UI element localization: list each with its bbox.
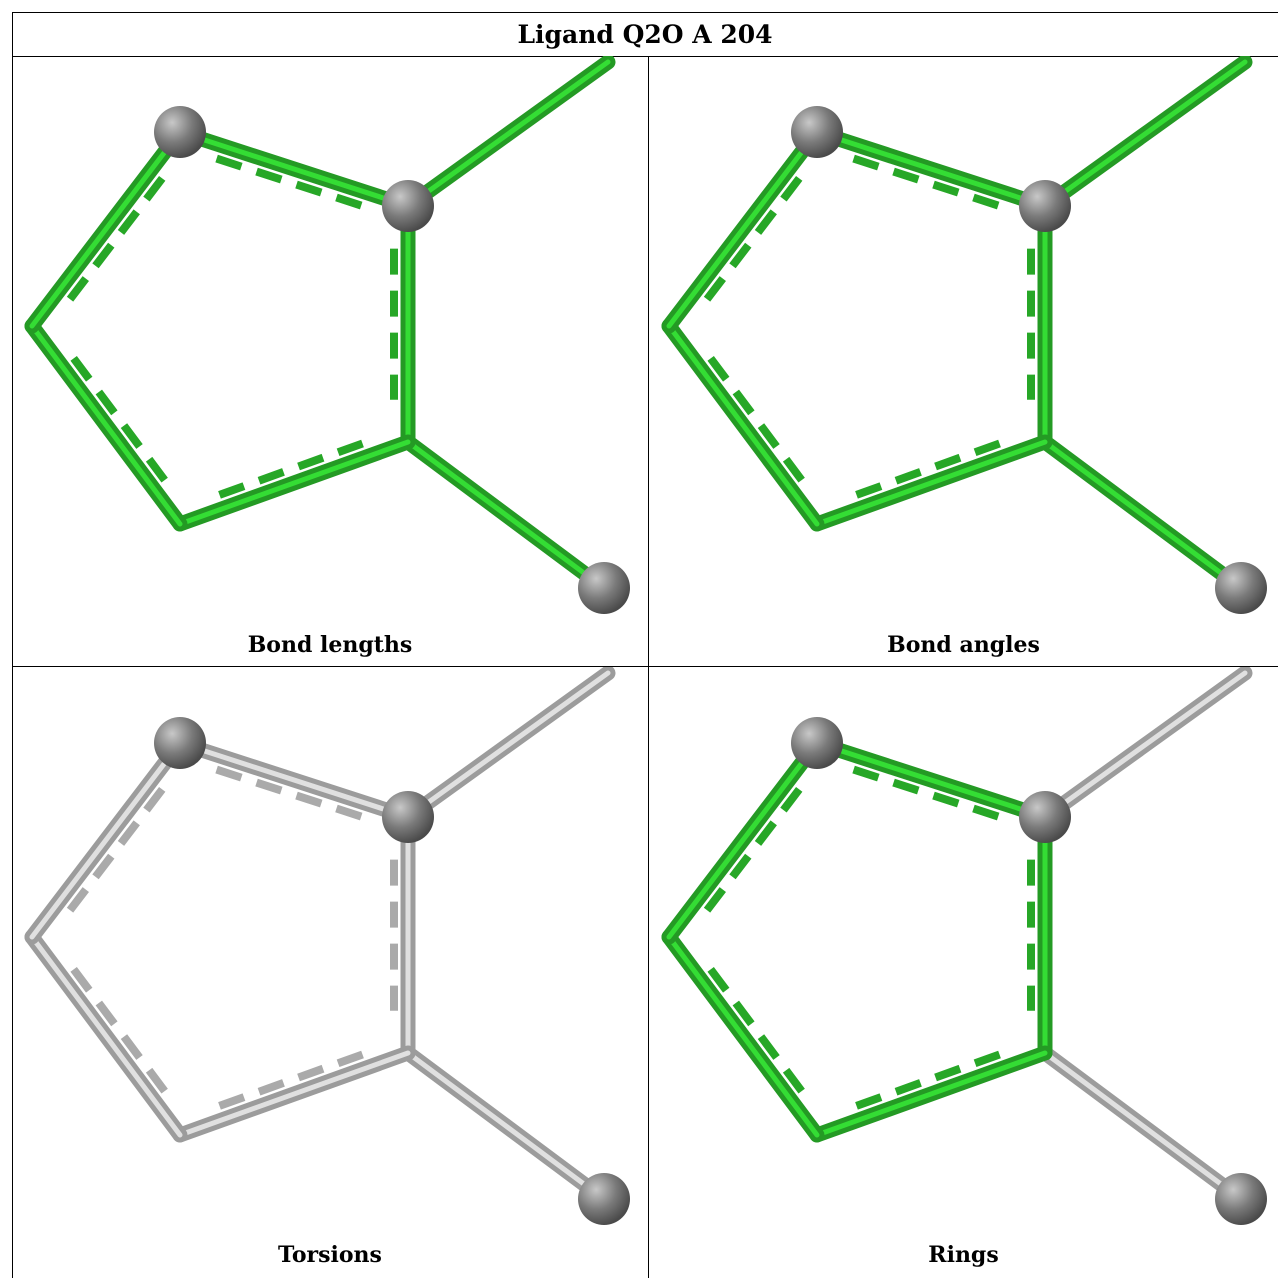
substituent-bond-highlight bbox=[1042, 1050, 1244, 1202]
ring-bond-highlight bbox=[814, 1050, 1048, 1138]
caption-bond-lengths: Bond lengths bbox=[247, 632, 413, 658]
atom-sphere bbox=[154, 106, 206, 158]
aromatic-dash bbox=[215, 765, 364, 821]
ring-bond-highlight bbox=[177, 439, 411, 527]
molecule-rings bbox=[661, 667, 1267, 1225]
caption-torsions: Torsions bbox=[278, 1242, 382, 1268]
substituent-bond-highlight bbox=[1042, 59, 1248, 209]
row-divider bbox=[12, 666, 1278, 667]
aromatic-dash bbox=[215, 439, 364, 500]
substituent-bond-highlight bbox=[405, 1050, 607, 1202]
ring-bond-highlight bbox=[29, 323, 183, 527]
atom-sphere bbox=[1215, 562, 1267, 614]
column-divider bbox=[648, 56, 649, 1278]
ring-bond-highlight bbox=[666, 740, 820, 940]
atom-sphere bbox=[1019, 180, 1071, 232]
atom-sphere bbox=[382, 791, 434, 843]
ring-bond-highlight bbox=[814, 740, 1048, 820]
ring-bond-highlight bbox=[814, 439, 1048, 527]
ring-bond-highlight bbox=[666, 129, 820, 329]
atom-sphere bbox=[791, 717, 843, 769]
title-divider bbox=[12, 56, 1278, 57]
aromatic-dash bbox=[66, 172, 168, 302]
atom-sphere bbox=[154, 717, 206, 769]
ring-bond-highlight bbox=[29, 934, 183, 1138]
molecule-torsions bbox=[24, 667, 630, 1225]
ring-bond-highlight bbox=[29, 129, 183, 329]
atom-sphere bbox=[578, 1173, 630, 1225]
ring-bond-highlight bbox=[666, 934, 820, 1138]
caption-rings: Rings bbox=[928, 1242, 999, 1268]
caption-bond-angles: Bond angles bbox=[887, 632, 1040, 658]
substituent-bond-highlight bbox=[1042, 439, 1244, 591]
ring-bond-highlight bbox=[177, 740, 411, 820]
aromatic-dash bbox=[703, 961, 805, 1094]
substituent-bond-highlight bbox=[1042, 670, 1248, 820]
aromatic-dash bbox=[66, 350, 168, 483]
panel-bond-lengths bbox=[12, 56, 648, 666]
table-frame bbox=[12, 12, 1278, 1278]
panel-torsions bbox=[12, 667, 648, 1278]
aromatic-dash bbox=[852, 765, 1001, 821]
substituent-bond-highlight bbox=[405, 59, 611, 209]
substituent-bond-highlight bbox=[405, 670, 611, 820]
aromatic-dash bbox=[215, 1050, 364, 1111]
aromatic-dash bbox=[852, 1050, 1001, 1111]
molecule-bond-lengths bbox=[24, 56, 630, 614]
ring-bond-highlight bbox=[177, 1050, 411, 1138]
panel-rings bbox=[649, 667, 1278, 1278]
atom-sphere bbox=[578, 562, 630, 614]
ring-bond-highlight bbox=[814, 129, 1048, 209]
aromatic-dash bbox=[66, 961, 168, 1094]
aromatic-dash bbox=[703, 172, 805, 302]
atom-sphere bbox=[791, 106, 843, 158]
aromatic-dash bbox=[852, 439, 1001, 500]
molecule-bond-angles bbox=[661, 56, 1267, 614]
aromatic-dash bbox=[66, 783, 168, 913]
atom-sphere bbox=[1215, 1173, 1267, 1225]
ring-bond-highlight bbox=[29, 740, 183, 940]
atom-sphere bbox=[1019, 791, 1071, 843]
ligand-title: Ligand Q2O A 204 bbox=[517, 19, 773, 49]
aromatic-dash bbox=[215, 154, 364, 210]
panel-bond-angles bbox=[649, 56, 1278, 666]
atom-sphere bbox=[382, 180, 434, 232]
aromatic-dash bbox=[703, 783, 805, 913]
ring-bond-highlight bbox=[666, 323, 820, 527]
substituent-bond-highlight bbox=[405, 439, 607, 591]
ring-bond-highlight bbox=[177, 129, 411, 209]
aromatic-dash bbox=[703, 350, 805, 483]
aromatic-dash bbox=[852, 154, 1001, 210]
